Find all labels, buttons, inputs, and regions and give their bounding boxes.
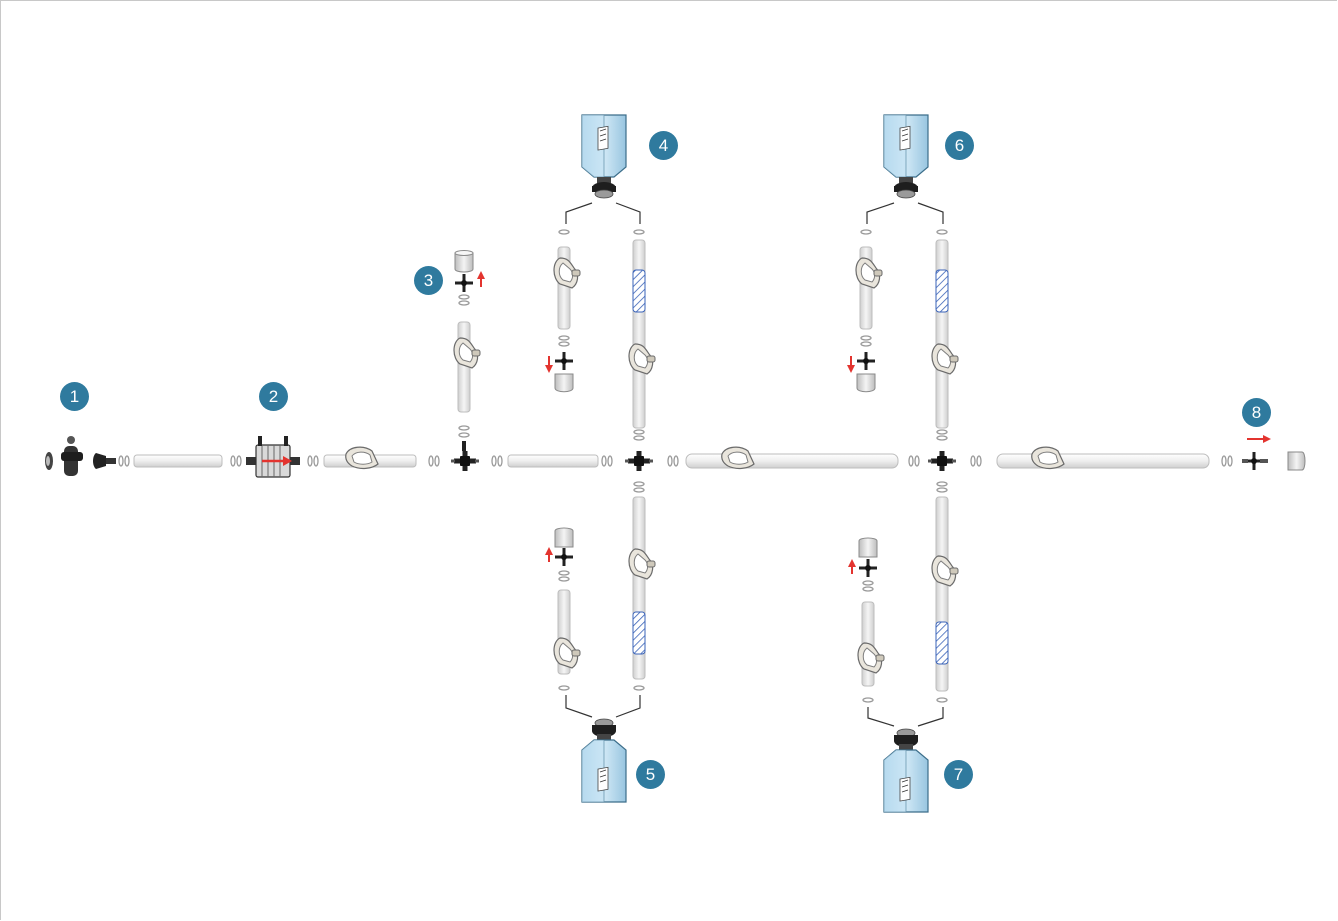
outlet-fitting [1242, 435, 1306, 471]
callout-8: 8 [1242, 398, 1271, 427]
callout-6: 6 [945, 131, 974, 160]
inline-filter-housing [246, 436, 300, 478]
reservoir-bottle [883, 728, 929, 813]
sample-branch-3 [453, 250, 485, 451]
bottle-branch-6 [847, 114, 959, 441]
cross-connector-b [928, 451, 956, 471]
pinch-clamp [721, 446, 755, 470]
inlet-connector-assembly [45, 436, 130, 476]
callout-2: 2 [259, 382, 288, 411]
callout-1: 1 [60, 382, 89, 411]
bottle-branch-7 [848, 481, 959, 813]
bottle-branch-4 [545, 114, 656, 441]
tube-segment [507, 454, 599, 468]
bottle-branch-5 [545, 481, 656, 803]
callout-4: 4 [649, 131, 678, 160]
pinch-clamp [1031, 446, 1065, 470]
inline-filter [935, 269, 949, 313]
inline-filter [632, 269, 646, 313]
callout-5: 5 [636, 760, 665, 789]
cross-connector-a [625, 451, 653, 471]
reservoir-bottle [581, 114, 627, 199]
pinch-clamp [345, 446, 379, 470]
reservoir-bottle [581, 718, 627, 803]
callout-3: 3 [414, 266, 443, 295]
tube-segment [996, 453, 1210, 469]
inline-filter [632, 611, 646, 655]
main-line [45, 435, 1306, 478]
tube-segment [133, 454, 223, 468]
reservoir-bottle [883, 114, 929, 199]
tee-connector [451, 451, 479, 471]
callout-7: 7 [944, 760, 973, 789]
inline-filter [935, 621, 949, 665]
tube-segment [685, 453, 899, 469]
